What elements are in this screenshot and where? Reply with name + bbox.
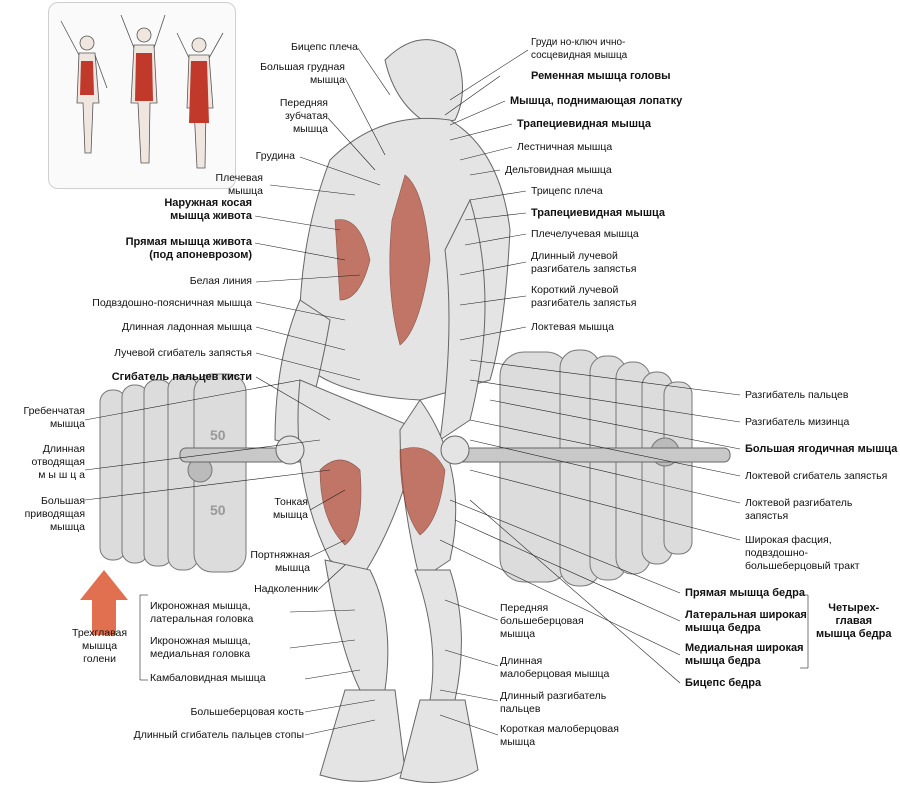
- label-sternocleidomastoid: Груди но-ключ ично- сосцевидная мышца: [531, 37, 628, 61]
- label-iliopsoas: Подвздошно-поясничная мышца: [92, 297, 252, 309]
- label-trapezius-upper: Трапециевидная мышца: [517, 118, 651, 130]
- label-deltoid: Дельтовидная мышца: [505, 164, 612, 176]
- label-sartorius: Портняжная мышца: [250, 549, 310, 574]
- label-scalene: Лестничная мышца: [517, 141, 613, 153]
- label-gastrocnemius-medial: Икроножная мышца, медиальная головка: [150, 635, 251, 660]
- label-anconeus: Локтевая мышца: [531, 321, 614, 333]
- figure-front-left: [60, 20, 108, 154]
- label-splenius-capitis: Ременная мышца головы: [531, 70, 671, 82]
- label-flexor-carpi-radialis: Лучевой сгибатель запястья: [114, 347, 252, 359]
- highlighted-muscles: [319, 174, 446, 546]
- label-flexor-digitorum: Сгибатель пальцев кисти: [111, 371, 252, 383]
- label-vastus-medialis: Медиальная широкая мышца бедра: [685, 642, 804, 667]
- label-flexor-carpi-ulnaris: Локтевой сгибатель запястья: [745, 470, 888, 482]
- label-triceps: Трицепс плеча: [531, 185, 603, 197]
- label-extensor-digitorum: Разгибатель пальцев: [745, 389, 849, 401]
- left-hand: [275, 435, 305, 465]
- label-iliotibial-band: Широкая фасция, подвздошно- большеберцов…: [745, 534, 860, 572]
- label-linea-alba: Белая линия: [189, 275, 252, 287]
- label-trapezius-lower: Трапециевидная мышца: [531, 207, 665, 219]
- right-hand: [440, 435, 470, 465]
- label-biceps: Бицепс плеча: [291, 41, 358, 53]
- label-brachioradialis: Плечелучевая мышца: [531, 228, 639, 240]
- label-pectineus: Гребенчатая мышца: [23, 405, 86, 430]
- label-gastrocnemius-lateral: Икроножная мышца, латеральная головка: [150, 600, 254, 625]
- label-peroneus-brevis: Короткая малоберцовая мышца: [500, 723, 619, 748]
- label-brachialis: Плечевая мышца: [215, 172, 263, 197]
- label-gluteus-maximus: Большая ягодичная мышца: [745, 443, 898, 455]
- muscle-map-figures: [60, 14, 224, 169]
- leader-lines: [84, 47, 809, 736]
- label-palmaris-longus: Длинная ладонная мышца: [121, 321, 252, 333]
- plate-label-left-top: 50: [210, 427, 226, 443]
- figure-front-center: [120, 14, 166, 164]
- label-quadriceps: Четырех- главая мышца бедра: [816, 602, 892, 640]
- label-patella: Надколенник: [254, 583, 318, 595]
- label-flexor-digitorum-longus: Длинный сгибатель пальцев стопы: [133, 729, 304, 741]
- label-rectus-femoris: Прямая мышца бедра: [685, 587, 805, 599]
- label-levator-scapulae: Мышца, поднимающая лопатку: [510, 95, 683, 107]
- label-biceps-femoris: Бицепс бедра: [685, 677, 762, 689]
- label-rectus-abdominis: Прямая мышца живота (под апоневрозом): [125, 236, 252, 261]
- label-extensor-digitorum-longus: Длинный разгибатель пальцев: [500, 690, 607, 715]
- label-extensor-carpi-ulnaris: Локтевой разгибатель запястья: [745, 497, 853, 522]
- label-extensor-digiti-minimi: Разгибатель мизинца: [745, 416, 850, 428]
- label-ecr-brevis: Короткий лучевой разгибатель запястья: [531, 284, 637, 309]
- muscle-map-inset: [48, 2, 236, 189]
- label-adductor-magnus: Большая приводящая мышца: [24, 495, 85, 533]
- label-ecr-longus: Длинный лучевой разгибатель запястья: [531, 250, 637, 275]
- label-sternum: Грудина: [255, 150, 295, 162]
- label-pec-major: Большая грудная мышца: [260, 61, 345, 86]
- left-weight-plates: [99, 373, 247, 573]
- right-weight-plates: [499, 349, 693, 587]
- label-serratus: Передняя зубчатая мышца: [279, 97, 328, 135]
- upward-arrow: [80, 570, 128, 635]
- figure-back-right: [176, 32, 224, 169]
- label-vastus-lateralis: Латеральная широкая мышца бедра: [685, 609, 807, 634]
- label-gracilis: Тонкая мышца: [272, 496, 308, 521]
- athlete-body: [274, 39, 511, 783]
- label-tibialis-anterior: Передняя большеберцовая мышца: [500, 602, 584, 640]
- label-external-oblique: Наружная косая мышца живота: [164, 197, 252, 222]
- label-adductor-longus: Длинная отводящая м ы ш ц а: [31, 443, 85, 481]
- label-tibia: Большеберцовая кость: [190, 706, 304, 718]
- label-peroneus-longus: Длинная малоберцовая мышца: [500, 655, 610, 680]
- plate-label-left-bottom: 50: [210, 502, 226, 518]
- label-soleus: Камбаловидная мышца: [150, 672, 266, 684]
- label-triceps-surae: Трехглавая мышца голени: [72, 627, 128, 665]
